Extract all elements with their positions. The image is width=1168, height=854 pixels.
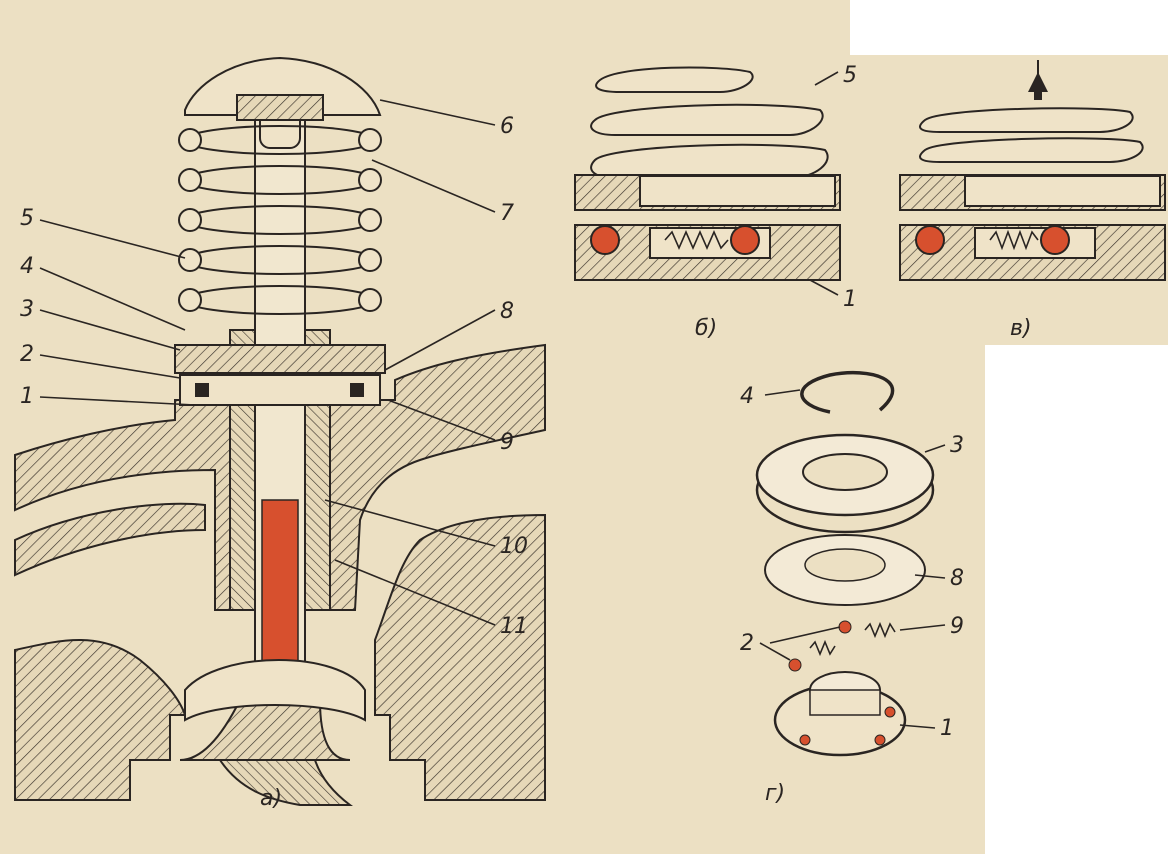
label-g-2: 2 [740, 631, 754, 656]
fig-v-arrow [1028, 72, 1048, 100]
spring-coil-ends [178, 128, 382, 312]
label-g-8: 8 [950, 566, 964, 591]
caption-a: а) [260, 786, 282, 811]
label-g-9: 9 [950, 614, 964, 639]
label-b-5: 5 [843, 63, 857, 88]
thrust-washer-hole [802, 453, 888, 491]
rotator-housing [174, 344, 386, 374]
label-g-1: 1 [940, 716, 954, 741]
loose-ball-1 [838, 620, 852, 634]
rotator-ball-2 [884, 706, 896, 718]
fig-v-spring [989, 229, 1039, 251]
fig-v-ball-1 [915, 225, 945, 255]
loose-spring-1 [809, 639, 836, 657]
figure-g-exploded: 4 3 8 2 9 1 г) [740, 370, 964, 806]
caption-g: г) [765, 781, 785, 806]
rotator-hub-wall [809, 689, 881, 716]
label-a-3: 3 [20, 297, 34, 322]
label-a-11: 11 [500, 614, 528, 639]
rotator-ball-1 [799, 734, 811, 746]
lower-head-wall [14, 639, 187, 801]
spring-washer-hole [804, 548, 886, 582]
rotator-ball-3 [874, 734, 886, 746]
ball-right [350, 383, 364, 397]
ball-left [195, 383, 209, 397]
snap-ring [800, 370, 895, 414]
label-a-1: 1 [20, 384, 34, 409]
cylinder-head-body-right [329, 343, 546, 611]
fig-b-spring [664, 230, 729, 250]
label-a-5: 5 [20, 206, 34, 231]
caption-b: б) [695, 316, 717, 341]
label-a-7: 7 [500, 201, 514, 226]
fig-b-ball-2 [730, 225, 760, 255]
label-b-1: 1 [843, 287, 857, 312]
fig-v-plate-face [964, 175, 1161, 207]
fig-b-ball-1 [590, 225, 620, 255]
port-channel [218, 759, 353, 806]
label-g-4: 4 [740, 384, 754, 409]
fig-b-plate-face [639, 175, 836, 207]
collet [236, 94, 324, 121]
figure-a-leaders [39, 99, 496, 626]
lower-head-wall-right [374, 513, 546, 801]
figure-a-section [14, 56, 546, 806]
spring-plate [184, 56, 382, 116]
label-a-6: 6 [500, 114, 514, 139]
figure-b-view: 5 1 б) [574, 63, 857, 341]
fig-v-ball-2 [1040, 225, 1070, 255]
figure-a-labels: 5 4 3 2 1 6 7 8 9 10 11 а) [20, 114, 528, 811]
label-a-9: 9 [500, 430, 514, 455]
fig-v-pocket [974, 227, 1096, 259]
loose-ball-2 [788, 658, 802, 672]
cylinder-head-body [14, 399, 231, 611]
label-g-3: 3 [950, 433, 964, 458]
loose-spring-2 [864, 621, 896, 639]
rotator-body [179, 374, 381, 406]
label-a-2: 2 [20, 342, 34, 367]
label-a-8: 8 [500, 299, 514, 324]
label-a-4: 4 [20, 254, 34, 279]
lower-head-left [14, 502, 206, 577]
valve-head [179, 699, 351, 761]
label-a-10: 10 [500, 534, 528, 559]
valve-seat-ring [184, 659, 366, 722]
caption-v: в) [1010, 316, 1032, 341]
figure-v-view: в) [899, 60, 1166, 341]
